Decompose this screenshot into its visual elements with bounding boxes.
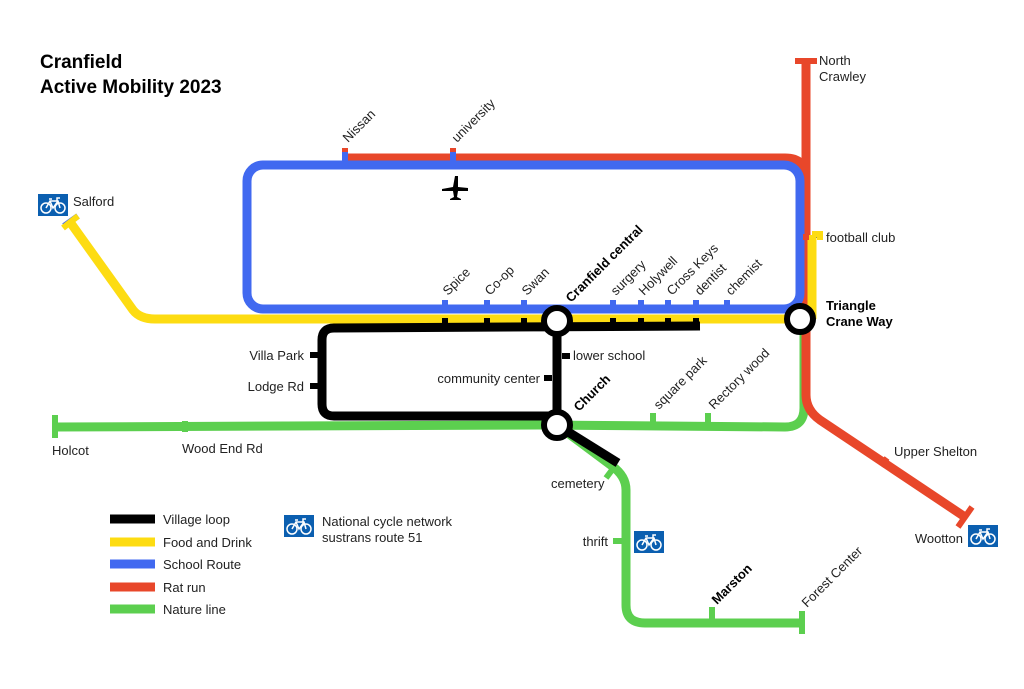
legend-cycle-label-2: sustrans route 51 <box>322 530 422 545</box>
legend-label: Nature line <box>163 602 226 617</box>
food-and-drink-line <box>61 213 823 324</box>
label-salford: Salford <box>73 194 114 209</box>
label-upper-shelton: Upper Shelton <box>894 444 977 459</box>
legend-cycle-label: National cycle network <box>322 514 453 529</box>
airplane-icon <box>442 176 468 200</box>
label-swan: Swan <box>519 265 553 299</box>
bicycle-icon <box>283 514 315 538</box>
label-square-park: square park <box>651 353 711 413</box>
map-title-line2: Active Mobility 2023 <box>40 77 222 98</box>
label-cemetery: cemetery <box>551 476 605 491</box>
label-holcot: Holcot <box>52 443 89 458</box>
bicycle-icon <box>37 193 69 217</box>
label-spice: Spice <box>440 265 474 299</box>
label-north-crawley-2: Crawley <box>819 69 866 84</box>
map-title-line1: Cranfield <box>40 52 122 73</box>
label-coop: Co-op <box>482 262 518 298</box>
label-nissan: Nissan <box>340 106 379 145</box>
label-forest-center: Forest Center <box>799 543 866 610</box>
village-loop-line <box>310 318 701 467</box>
legend-label: Village loop <box>163 512 230 527</box>
rat-run-line <box>342 58 975 529</box>
station-triangle[interactable] <box>784 303 816 335</box>
label-wood-end-rd: Wood End Rd <box>182 441 263 456</box>
bicycle-icon <box>967 524 999 548</box>
label-lower-school: lower school <box>573 348 645 363</box>
label-lodge-rd: Lodge Rd <box>248 379 304 394</box>
label-rectory-wood: Rectory wood <box>706 345 773 412</box>
label-university: university <box>449 95 499 145</box>
legend-label: School Route <box>163 557 241 572</box>
label-chemist: chemist <box>723 256 766 299</box>
nature-line <box>52 330 809 634</box>
label-north-crawley: North <box>819 53 851 68</box>
label-wootton: Wootton <box>915 531 963 546</box>
legend: Village loop Food and Drink School Route… <box>110 512 453 617</box>
label-thrift: thrift <box>583 534 609 549</box>
station-church[interactable] <box>541 409 573 441</box>
label-church: Church <box>571 371 614 414</box>
school-route-line <box>242 152 806 314</box>
legend-label: Food and Drink <box>163 535 252 550</box>
label-triangle: Triangle <box>826 298 876 313</box>
label-community-center: community center <box>437 371 540 386</box>
station-cranfield-central[interactable] <box>541 305 573 337</box>
label-football-club: football club <box>826 230 895 245</box>
legend-label: Rat run <box>163 580 206 595</box>
label-crane-way: Crane Way <box>826 314 893 329</box>
label-marston: Marston <box>709 561 755 607</box>
label-villa-park: Villa Park <box>249 348 304 363</box>
bicycle-icon <box>633 530 665 554</box>
